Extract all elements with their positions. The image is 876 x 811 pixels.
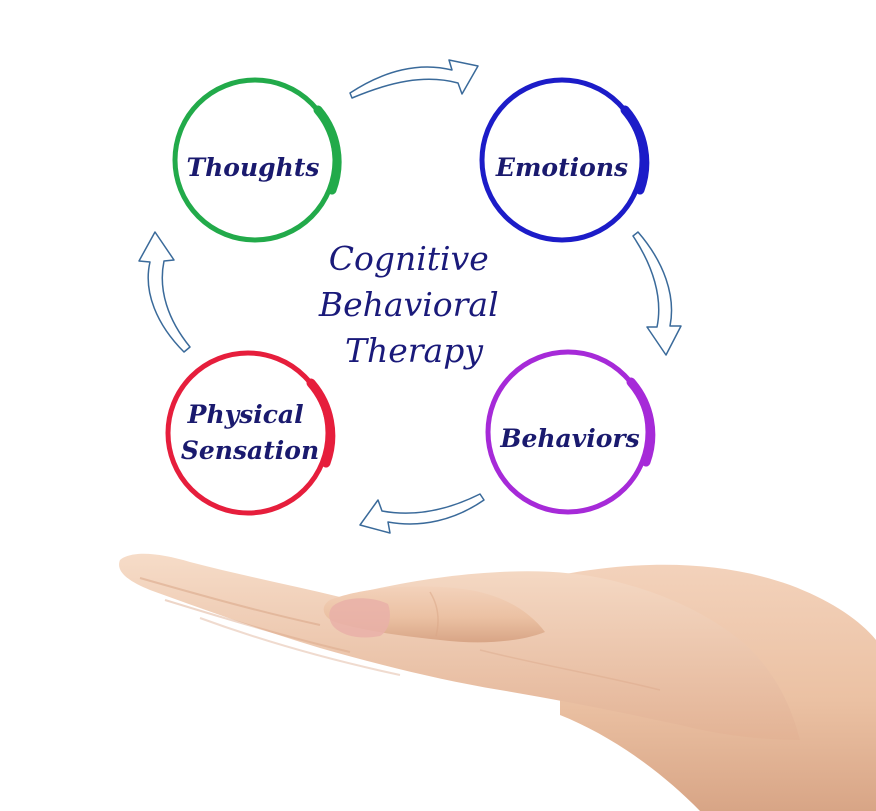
hand-palm [119,553,800,740]
node-label: Thoughts [187,153,320,182]
node-physical-sensation: Physical Sensation [165,350,336,516]
node-circle-accent [620,105,650,195]
node-label: Physical Sensation [181,400,319,465]
center-title: Cognitive Behavioral Therapy [318,239,509,370]
node-circle-accent [626,377,656,467]
node-circle [165,350,331,516]
thumb-crease [429,591,439,637]
node-circle-accent [306,378,336,468]
center-title-line-2: Behavioral [318,285,499,324]
node-label-line-1: Emotions [495,153,628,182]
arrow-shape [632,231,682,356]
center-title-line-3: Therapy [345,331,483,370]
arrow-shape [138,231,191,353]
finger-crease [199,617,401,676]
arrow-thoughts-to-emotions [349,59,479,99]
arrow-shape [359,493,485,534]
node-label-line-1: Thoughts [187,153,320,182]
node-label-line-2: Sensation [181,436,319,465]
node-emotions: Emotions [479,77,650,243]
open-hand-illustration [119,553,876,811]
center-title-line-1: Cognitive [329,239,489,278]
finger-crease [164,599,351,653]
node-label-line-1: Behaviors [499,424,639,453]
palm-line [479,649,661,691]
arrow-shape [349,59,479,99]
thumb-nail [329,598,390,638]
node-label: Emotions [495,153,628,182]
arrow-behaviors-to-physical [359,493,485,534]
node-circle-accent [313,105,342,195]
node-behaviors: Behaviors [485,349,656,515]
node-label: Behaviors [499,424,639,453]
arrow-physical-to-thoughts [138,231,191,353]
arrow-emotions-to-behaviors [632,231,682,356]
node-thoughts: Thoughts [172,77,342,243]
node-label-line-1: Physical [187,400,304,429]
finger-crease [139,577,321,626]
